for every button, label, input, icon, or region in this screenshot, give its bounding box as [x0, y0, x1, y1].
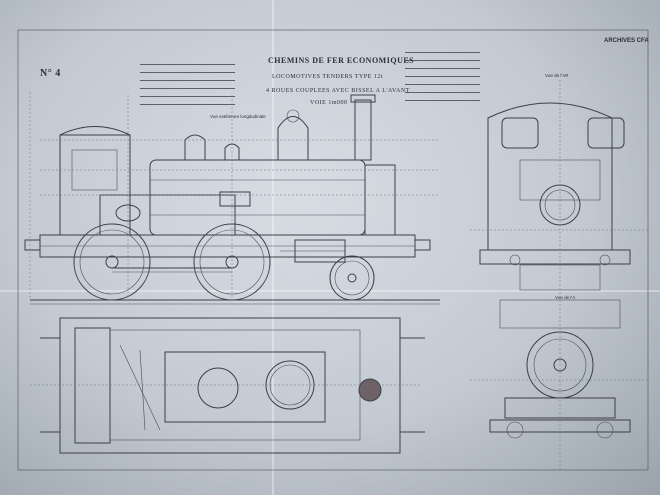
view-label-rear: Vue de l'AR: [545, 73, 569, 78]
plan-view: [30, 317, 425, 454]
gauge-label: VOIE 1m000: [310, 100, 348, 106]
view-label-front: Vue de l'A: [555, 295, 576, 300]
sheet-number: N° 4: [40, 68, 61, 79]
rear-end-view: [470, 80, 650, 300]
wheel-bissel: [329, 255, 375, 301]
title-sub-1: LOCOMOTIVES TENDERS TYPE 12t: [272, 74, 383, 80]
title-main: CHEMINS DE FER ECONOMIQUES: [268, 56, 415, 65]
sheet-border: [17, 29, 649, 471]
paper-fold-horizontal: [0, 290, 660, 292]
front-end-view: [470, 299, 650, 470]
wheel-rear: [73, 223, 151, 301]
paper-fold-vertical: [272, 0, 274, 495]
side-elevation: [24, 92, 440, 305]
archive-stamp: ARCHIVES CFA: [604, 38, 649, 44]
title-sub-2: 4 ROUES COUPLEES AVEC BISSEL A L'AVANT: [266, 88, 410, 94]
view-label-side: Vue extérieure longitudinale: [210, 114, 266, 119]
